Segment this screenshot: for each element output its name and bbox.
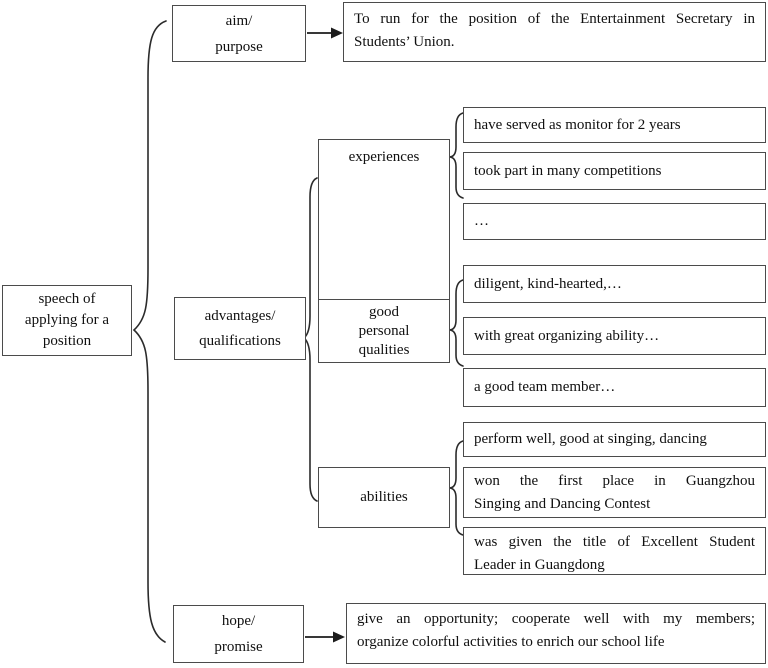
hope-arrow bbox=[305, 631, 345, 643]
abilities-node-label: abilities bbox=[360, 489, 408, 505]
qualities-item-2-text: with great organizing ability… bbox=[474, 327, 660, 344]
experiences-item-1-text: have served as monitor for 2 years bbox=[474, 116, 681, 133]
aim-node: aim/ purpose bbox=[172, 5, 306, 62]
abilities-item-2-line1: won the first place in Guangzhou bbox=[474, 473, 755, 489]
qualities-node: good personal qualities bbox=[319, 300, 449, 362]
hope-node: hope/ promise bbox=[173, 605, 304, 663]
experiences-item-3: … bbox=[463, 203, 766, 240]
abilities-item-2-line2: Singing and Dancing Contest bbox=[474, 496, 651, 512]
aim-arrow bbox=[307, 27, 343, 39]
qualities-item-1-text: diligent, kind-hearted,… bbox=[474, 275, 622, 292]
abilities-item-3-line1: was given the title of Excellent Student bbox=[474, 534, 755, 550]
experiences-node-label: experiences bbox=[348, 149, 420, 165]
abilities-item-3-line2: Leader in Guangdong bbox=[474, 557, 605, 573]
hope-result-line1: give an opportunity; cooperate well with… bbox=[357, 611, 755, 627]
abilities-item-1-text: perform well, good at singing, dancing bbox=[474, 431, 707, 447]
abilities-item-3: was given the title of Excellent Student… bbox=[463, 527, 766, 575]
qualities-brace bbox=[448, 279, 464, 367]
qualities-node-label: good personal qualities bbox=[358, 303, 410, 358]
abilities-item-1: perform well, good at singing, dancing bbox=[463, 422, 766, 457]
aim-node-label: aim/ purpose bbox=[215, 12, 263, 55]
abilities-brace bbox=[448, 440, 464, 536]
experiences-item-2-text: took part in many competitions bbox=[474, 162, 662, 179]
aim-result-box: To run for the position of the Entertain… bbox=[343, 2, 766, 62]
qualities-item-1: diligent, kind-hearted,… bbox=[463, 265, 766, 303]
advantages-node: advantages/ qualifications bbox=[174, 297, 306, 360]
qualities-item-2: with great organizing ability… bbox=[463, 317, 766, 355]
aim-result-line2: Students’ Union. bbox=[354, 34, 455, 50]
qualities-item-3-text: a good team member… bbox=[474, 379, 616, 395]
hope-result-box: give an opportunity; cooperate well with… bbox=[346, 603, 766, 664]
root-node: speech of applying for a position bbox=[2, 285, 132, 356]
abilities-node: abilities bbox=[318, 467, 450, 528]
experiences-item-1: have served as monitor for 2 years bbox=[463, 107, 766, 143]
hope-result-line2: organize colorful activities to enrich o… bbox=[357, 634, 665, 650]
experiences-item-2: took part in many competitions bbox=[463, 152, 766, 190]
experiences-item-3-text: … bbox=[474, 213, 489, 229]
advantages-node-label: advantages/ qualifications bbox=[199, 307, 281, 349]
experiences-node: experiences bbox=[319, 140, 449, 300]
sub-node-stack: experiences good personal qualities bbox=[318, 139, 450, 363]
root-brace bbox=[132, 20, 167, 643]
hope-node-label: hope/ promise bbox=[214, 613, 263, 655]
abilities-item-2: won the first place in Guangzhou Singing… bbox=[463, 467, 766, 518]
root-node-label: speech of applying for a position bbox=[24, 291, 110, 349]
aim-result-line1: To run for the position of the Entertain… bbox=[354, 11, 755, 27]
experiences-brace bbox=[448, 112, 464, 199]
qualities-item-3: a good team member… bbox=[463, 368, 766, 407]
